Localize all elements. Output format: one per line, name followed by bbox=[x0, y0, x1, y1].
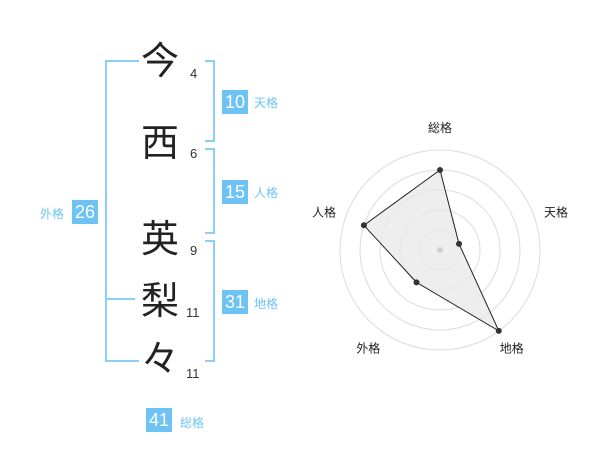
chikaku-label: 地格 bbox=[254, 297, 279, 311]
radar-area bbox=[363, 169, 500, 333]
radar-point-3 bbox=[413, 279, 420, 286]
name-char-4: 梨 bbox=[141, 279, 180, 323]
radar-center-dot bbox=[437, 247, 443, 253]
radar-axis-label-1: 天格 bbox=[544, 204, 568, 219]
radar-axis-label-3: 外格 bbox=[356, 341, 380, 356]
chikaku-bracket bbox=[205, 240, 215, 362]
name-char-2: 西 bbox=[141, 121, 180, 165]
stroke-count-2: 6 bbox=[190, 146, 198, 161]
radar-axis-label-0: 総格 bbox=[428, 120, 452, 135]
radar-point-0 bbox=[437, 167, 443, 173]
stroke-count-4: 11 bbox=[186, 305, 200, 320]
gaikaku-value: 26 bbox=[72, 200, 98, 224]
radar-ring-5 bbox=[339, 149, 541, 351]
jinkaku-bracket bbox=[205, 148, 215, 234]
tenkaku-label: 天格 bbox=[254, 96, 279, 110]
stroke-count-3: 9 bbox=[190, 243, 198, 258]
soukaku-value: 41 bbox=[146, 408, 172, 432]
radar-point-4 bbox=[360, 222, 367, 229]
jinkaku-label: 人格 bbox=[254, 186, 279, 200]
name-char-5: 々 bbox=[141, 337, 180, 381]
stroke-count-5: 11 bbox=[186, 366, 200, 381]
tenkaku-value: 10 bbox=[222, 90, 248, 114]
stroke-count-1: 4 bbox=[190, 66, 198, 81]
name-char-1: 今 bbox=[141, 39, 180, 83]
gaikaku-bracket-tick bbox=[105, 298, 135, 300]
tenkaku-bracket bbox=[205, 60, 215, 142]
jinkaku-value: 15 bbox=[222, 180, 248, 204]
soukaku-label: 総格 bbox=[180, 416, 205, 430]
radar-axis-label-2: 地格 bbox=[500, 341, 524, 356]
radar-point-2 bbox=[495, 327, 502, 334]
radar-axis-label-4: 人格 bbox=[312, 204, 336, 219]
gaikaku-label: 外格 bbox=[40, 207, 65, 221]
name-char-3: 英 bbox=[141, 217, 180, 261]
chikaku-value: 31 bbox=[222, 290, 248, 314]
radar-point-1 bbox=[456, 240, 463, 247]
gaikaku-bracket bbox=[105, 60, 139, 362]
